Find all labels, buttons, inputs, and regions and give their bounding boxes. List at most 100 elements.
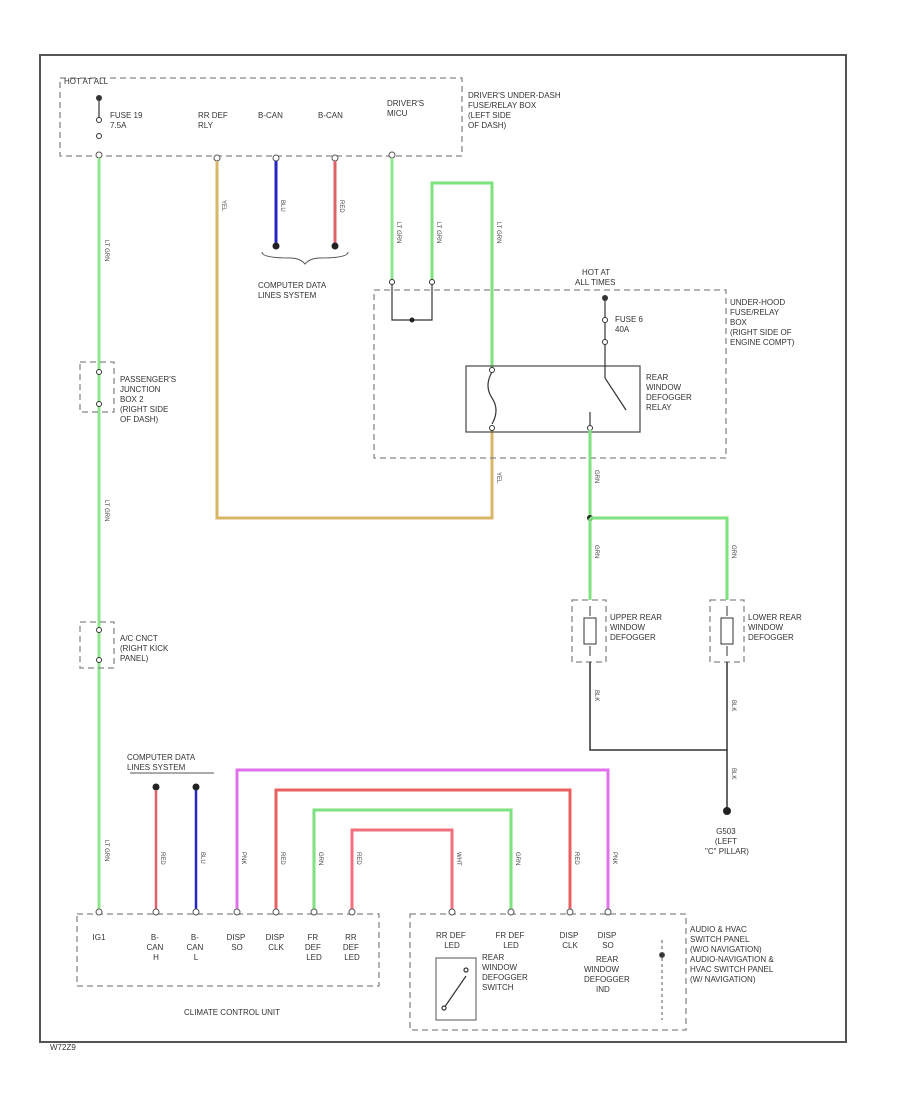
climate-control-unit-label: CLIMATE CONTROL UNIT — [184, 1008, 280, 1017]
wire-label-micu: LT GRN — [395, 222, 401, 243]
indicator-led-symbol — [659, 940, 665, 1020]
b-can-2-label: B-CAN — [318, 111, 343, 120]
wire-grn-lower — [590, 516, 729, 600]
switch-panel-outline — [409, 913, 687, 1031]
ccu-pin-rr-def-led: RR DEF LED — [343, 933, 361, 962]
upper-defogger-label: UPPER REAR WINDOW DEFOGGER — [610, 613, 664, 642]
relay-switch — [589, 360, 627, 426]
under-hood-box-label: UNDER-HOOD FUSE/RELAY BOX (RIGHT SIDE OF… — [730, 298, 795, 347]
wire-blk-ground — [589, 662, 728, 810]
wire-label-grn-2: GRN — [317, 852, 323, 865]
wire-label-upper: GRN — [593, 545, 599, 558]
wire-label-main-1: LT GRN — [103, 240, 109, 261]
relay-coil — [487, 371, 497, 425]
ccu-pin-fr-def-led: FR DEF LED — [305, 933, 323, 962]
wire-label-main-3: LT GRN — [103, 840, 109, 861]
wire-label-lower: GRN — [730, 545, 736, 558]
wire-label-red-3: RED — [355, 852, 361, 865]
climate-control-unit-outline — [76, 913, 380, 987]
switch-pin-fr-def-led: FR DEF LED — [495, 931, 526, 950]
wire-grn-fr-def — [312, 808, 513, 912]
drivers-fuse-box-outline — [59, 77, 463, 157]
can-node-red-top — [331, 242, 339, 250]
junction-splice — [409, 317, 415, 323]
passenger-junction-label: PASSENGER'S JUNCTION BOX 2 (RIGHT SIDE O… — [120, 375, 178, 424]
passenger-junction-box-outline — [79, 361, 115, 413]
drivers-box-label: DRIVER'S UNDER-DASH FUSE/RELAY BOX (LEFT… — [468, 91, 563, 130]
junction-node-right — [429, 279, 435, 285]
fuse-19-label: FUSE 19 7.5A — [110, 111, 145, 130]
diagram-frame — [39, 54, 847, 1043]
fuse-6-label: FUSE 6 40A — [615, 315, 645, 334]
wire-label-red-2: RED — [279, 852, 285, 865]
switch-pin-disp-so: DISP SO — [598, 931, 619, 950]
wire-label-blu-top: BLU — [279, 200, 285, 212]
wire-label-red-4: RED — [573, 852, 579, 865]
wire-label-main-2: LT GRN — [103, 500, 109, 521]
computer-data-lines-label-top: COMPUTER DATA LINES SYSTEM — [258, 281, 328, 300]
upper-defogger-symbol — [583, 606, 597, 656]
ccu-pin-disp-so: DISP SO — [227, 933, 248, 952]
wire-label-red-top: RED — [338, 200, 344, 213]
audio-hvac-panel-label: AUDIO & HVAC SWITCH PANEL (W/O NAVIGATIO… — [690, 925, 776, 984]
rear-defogger-relay-label: REAR WINDOW DEFOGGER RELAY — [646, 373, 694, 412]
can-node-blu-top — [272, 242, 280, 250]
wire-label-relay-out: GRN — [593, 470, 599, 483]
computer-data-lines-label-bottom: COMPUTER DATA LINES SYSTEM — [127, 753, 197, 772]
diagram-id: W72Z9 — [50, 1043, 76, 1052]
ac-cnct-label: A/C CNCT (RIGHT KICK PANEL) — [120, 634, 171, 663]
defogger-switch-box — [435, 957, 477, 1021]
hot-at-all-label: HOT AT ALL — [64, 77, 109, 86]
wire-pnk-disp-so — [235, 768, 610, 912]
passenger-junction-fuse-symbol — [96, 369, 102, 407]
wire-yel — [215, 161, 494, 520]
under-hood-box-outline — [373, 289, 727, 459]
wire-label-red-bottom: RED — [159, 852, 165, 865]
relay-pins — [489, 367, 593, 431]
ccu-pin-ig1: IG1 — [93, 933, 106, 942]
junction-bridge — [391, 282, 433, 321]
drivers-micu-label: DRIVER'S MICU — [387, 99, 426, 118]
wire-label-wht: WHT — [455, 852, 461, 866]
wire-label-grn-3: GRN — [514, 852, 520, 865]
ccu-pin-dots — [95, 908, 356, 916]
lower-defogger-symbol — [720, 606, 734, 656]
ccu-pin-b-can-h: B- CAN H — [146, 933, 165, 962]
g503-label: G503 (LEFT "C" PILLAR) — [705, 827, 749, 856]
wire-label-blu-bottom: BLU — [199, 852, 205, 864]
can-node-blu-bottom — [192, 783, 200, 791]
wire-label-pnk-1: PNK — [240, 852, 246, 864]
upper-defogger-box — [571, 599, 607, 663]
ccu-pin-disp-clk: DISP CLK — [266, 933, 287, 952]
fuse-6-symbol — [602, 295, 608, 360]
wire-red-rr-def — [350, 828, 454, 912]
switch-pin-disp-clk: DISP CLK — [560, 931, 581, 950]
switch-panel-pin-dots — [448, 908, 612, 916]
rear-window-defogger-switch-label: REAR WINDOW DEFOGGER SWITCH — [482, 953, 530, 992]
wire-label-yel-1: YEL — [220, 200, 226, 212]
b-can-1-label: B-CAN — [258, 111, 283, 120]
wire-label-pnk-2: PNK — [611, 852, 617, 864]
wire-label-loop-2: LT GRN — [495, 222, 501, 243]
rear-defogger-relay-box — [465, 365, 641, 433]
junction-node-left — [389, 279, 395, 285]
lower-defogger-label: LOWER REAR WINDOW DEFOGGER — [748, 613, 804, 642]
wire-label-loop-1: LT GRN — [435, 222, 441, 243]
wire-label-blk-1: BLK — [593, 690, 599, 701]
rr-def-rly-label: RR DEF RLY — [198, 111, 230, 130]
wire-label-yel-2: YEL — [495, 472, 501, 484]
ground-g503 — [723, 807, 731, 815]
can-node-red-bottom — [152, 783, 160, 791]
ccu-pin-b-can-l: B- CAN L — [186, 933, 205, 962]
wire-label-blk-3: BLK — [730, 768, 736, 779]
computer-data-bracket — [261, 251, 349, 265]
hot-at-all-times-label: HOT AT ALL TIMES — [575, 268, 615, 287]
wire-grn-loop — [430, 181, 494, 370]
fuse-19-symbol — [96, 95, 102, 139]
defogger-switch-symbol — [441, 967, 469, 1011]
rear-window-defogger-ind-label: REAR WINDOW DEFOGGER IND — [584, 955, 632, 994]
switch-pin-rr-def-led: RR DEF LED — [436, 931, 468, 950]
wire-red-disp-clk — [274, 788, 572, 912]
wire-label-blk-2: BLK — [730, 700, 736, 711]
